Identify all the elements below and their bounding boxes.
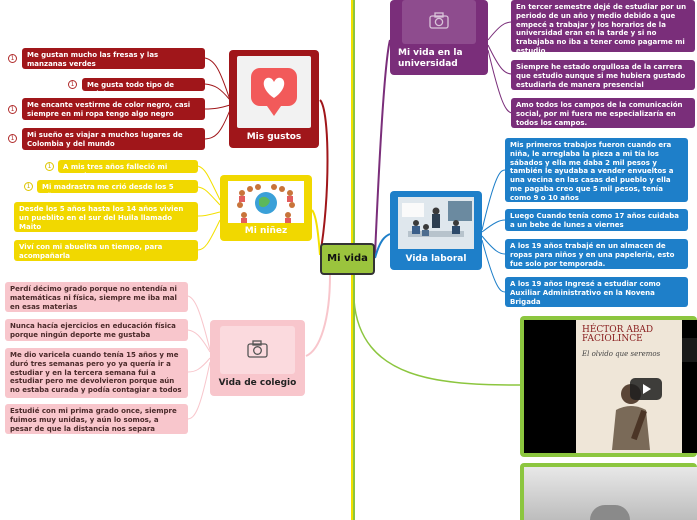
play-icon[interactable] [630,378,662,400]
leaf-gustos-1[interactable]: Me gustan mucho las fresas y las manzana… [22,48,205,69]
image-shape [590,505,630,520]
topic-mi-ninez[interactable]: Mi niñez [220,175,312,241]
camera-icon [220,326,295,374]
leaf-laboral-1[interactable]: Mis primeros trabajos fueron cuando era … [505,138,688,202]
leaf-gustos-2[interactable]: Me gusta todo tipo de música [82,78,205,98]
number-icon: 1 [68,80,77,89]
number-icon: 1 [24,182,33,191]
leaf-gustos-3[interactable]: Me encante vestirme de color negro, casi… [22,98,205,120]
leaf-gustos-4[interactable]: Mi sueño es viajar a muchos lugares de C… [22,128,205,150]
image-frame [524,467,697,520]
book-cover: HÉCTOR ABAD FACIOLINCE El olvido que ser… [576,320,682,453]
leaf-colegio-1[interactable]: Perdí décimo grado porque no entendía ni… [5,282,188,312]
topic-title: Vida laboral [405,254,467,264]
office-meeting-icon [398,197,474,249]
topic-vida-laboral[interactable]: Vida laboral [390,191,482,270]
number-icon: 1 [8,105,17,114]
leaf-colegio-3[interactable]: Me dio varicela cuando tenía 15 años y m… [5,348,188,398]
number-icon: 1 [45,162,54,171]
topic-mis-gustos[interactable]: Mis gustos [229,50,319,148]
camera-icon [402,0,476,44]
image-card[interactable] [520,463,697,520]
topic-title: Mis gustos [246,132,302,142]
topic-vida-colegio[interactable]: Vida de colegio [210,320,305,396]
central-topic[interactable]: Mi vida [320,243,375,275]
leaf-laboral-3[interactable]: A los 19 años trabajé en un almacen de r… [505,239,688,269]
leaf-universidad-3[interactable]: Amo todos los campos de la comunicación … [511,98,695,128]
leaf-ninez-1[interactable]: A mis tres años falleció mi mamá [58,160,198,180]
number-icon: 1 [8,134,17,143]
leaf-universidad-2[interactable]: Siempre he estado orgullosa de la carrer… [511,60,695,90]
book-author: HÉCTOR ABAD FACIOLINCE [582,325,654,345]
topic-title: Mi vida en la universidad [398,48,463,69]
book-title: El olvido que seremos [582,350,661,358]
heart-chat-icon [237,56,311,128]
leaf-ninez-4[interactable]: Viví con mi abuelita un tiempo, para aco… [14,240,198,261]
video-card[interactable]: HÉCTOR ABAD FACIOLINCE El olvido que ser… [520,316,697,457]
globe-people-icon [228,181,304,223]
number-icon: 1 [8,54,17,63]
video-frame[interactable]: HÉCTOR ABAD FACIOLINCE El olvido que ser… [524,320,697,453]
topic-title: Vida de colegio [218,378,297,388]
leaf-laboral-2[interactable]: Luego Cuando tenía como 17 años cuidaba … [505,209,688,231]
topic-universidad[interactable]: Mi vida en la universidad [390,0,488,75]
leaf-ninez-2[interactable]: Mi madrastra me crió desde los 5 años [37,180,198,200]
leaf-colegio-4[interactable]: Estudié con mi prima grado once, siempre… [5,404,188,434]
video-side-panel [682,338,697,362]
leaf-colegio-2[interactable]: Nunca hacía ejercicios en educación físi… [5,319,188,341]
leaf-laboral-4[interactable]: A los 19 años Ingresé a estudiar como Au… [505,277,688,307]
topic-title: Mi niñez [244,226,288,236]
leaf-ninez-3[interactable]: Desde los 5 años hasta los 14 años vivie… [14,202,198,232]
leaf-universidad-1[interactable]: En tercer semestre dejé de estudiar por … [511,0,695,55]
